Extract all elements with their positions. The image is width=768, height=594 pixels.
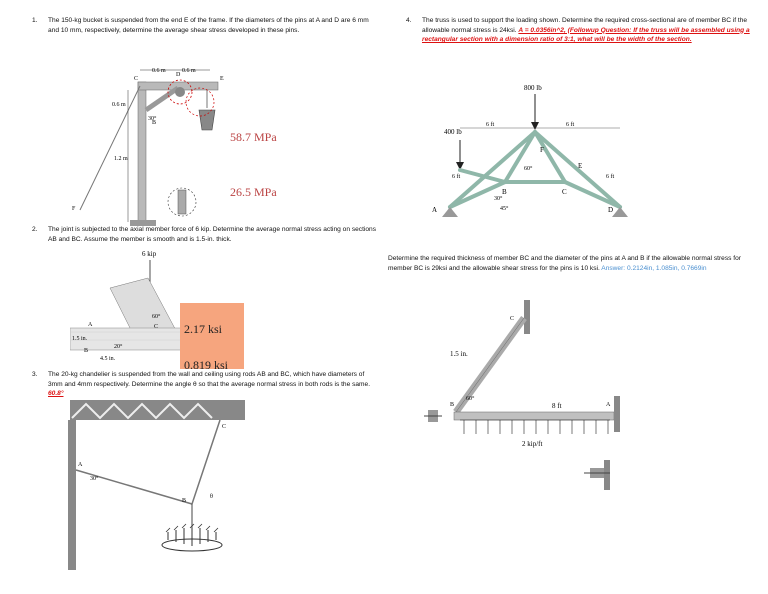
point-label: F	[540, 146, 544, 154]
point-label: B	[450, 402, 454, 408]
problem-number: 3.	[32, 371, 38, 378]
answer-angle: 60.8°	[48, 390, 64, 398]
answer-shear-A: 58.7 MPa	[230, 130, 277, 144]
point-label: D	[176, 72, 181, 78]
angle-label: 45°	[500, 205, 509, 212]
point-label: C	[154, 324, 158, 330]
angle-label: 20°	[114, 343, 123, 350]
problem-5-text: Determine the required thickness of memb…	[388, 254, 758, 273]
theta-label: θ	[210, 494, 213, 500]
dim-label: 0.6 m	[182, 68, 196, 74]
dim-label: 0.6 m	[152, 68, 166, 74]
angle-label: 60°	[466, 395, 475, 402]
angle-label: 30°	[148, 115, 157, 122]
answer-highlight-box	[180, 303, 244, 369]
dim-label: 1.5 in.	[72, 336, 88, 342]
point-label: F	[72, 206, 76, 212]
load-label: 400 lb	[444, 128, 462, 136]
point-label: C	[134, 76, 138, 82]
point-label: B	[502, 188, 507, 196]
point-label: E	[220, 76, 224, 82]
dim-label: 1.5 in.	[450, 350, 468, 358]
load-label: 2 kip/ft	[522, 440, 542, 448]
problem-statement: The truss is used to support the loading…	[422, 17, 748, 34]
angle-label: 60°	[152, 313, 161, 320]
span-label: 8 ft	[552, 402, 562, 410]
point-label: A	[78, 462, 83, 468]
problem-4-text: 4. The truss is used to support the load…	[406, 16, 756, 45]
problem-statement: The joint is subjected to the axial memb…	[48, 226, 377, 243]
problem-statement: The 20-kg chandelier is suspended from t…	[48, 371, 371, 388]
point-label: A	[606, 402, 611, 408]
point-label: C	[222, 424, 226, 430]
beam-figure: 1.5 in. 60° C B A 8 ft 2 kip/ft	[424, 300, 620, 490]
point-label: A	[88, 322, 93, 328]
angle-label: 60°	[524, 165, 533, 172]
answer-text: Answer: 0.2124in, 1.085in, 0.7669in	[601, 264, 707, 272]
dim-label: 6 ft	[452, 173, 460, 180]
point-label: C	[562, 188, 567, 196]
answer-stress-AB: 2.17 ksi	[184, 322, 223, 336]
point-label: B	[182, 498, 186, 504]
point-label: A	[432, 206, 437, 214]
answer-area: A = 0.0356in^2, (Followup Question: If t…	[422, 26, 750, 44]
point-label: B	[84, 348, 88, 354]
answer-stress-BC: 0.819 ksi	[184, 358, 229, 372]
point-label: D	[608, 206, 613, 214]
problem-1-text: 1. The 150-kg bucket is suspended from t…	[32, 16, 380, 35]
problem-3-text: 3. The 20-kg chandelier is suspended fro…	[32, 370, 380, 399]
force-label: 6 kip	[142, 250, 157, 258]
point-label: C	[510, 316, 514, 322]
dim-label: 6 ft	[606, 173, 614, 180]
load-label: 800 lb	[524, 84, 542, 92]
problem-number: 2.	[32, 226, 38, 233]
answer-shear-D: 26.5 MPa	[230, 185, 277, 199]
chandelier-figure: 30° θ A B C	[68, 400, 245, 570]
problem-statement: The 150-kg bucket is suspended from the …	[48, 17, 369, 34]
problem-number: 4.	[406, 17, 412, 24]
dim-label: 1.2 m	[114, 156, 128, 162]
problem-statement: Determine the required thickness of memb…	[388, 255, 741, 272]
point-label: E	[578, 162, 582, 170]
dim-label: 4.5 in.	[100, 356, 116, 362]
truss-figure: 800 lb 400 lb 6 ft 6 ft 6 ft 6 ft 60° 30…	[432, 84, 628, 217]
problem-2-text: 2. The joint is subjected to the axial m…	[32, 225, 380, 244]
dim-label: 6 ft	[486, 121, 494, 128]
angle-label: 30°	[494, 195, 503, 202]
point-label: B	[152, 120, 156, 126]
dim-label: 0.6 m	[112, 102, 126, 108]
dim-label: 6 ft	[566, 121, 574, 128]
frame-figure: 0.6 m 0.6 m 0.6 m 1.2 m 30° C D E B F	[72, 68, 224, 226]
problem-number: 1.	[32, 17, 38, 24]
angle-label: 30°	[90, 475, 99, 482]
